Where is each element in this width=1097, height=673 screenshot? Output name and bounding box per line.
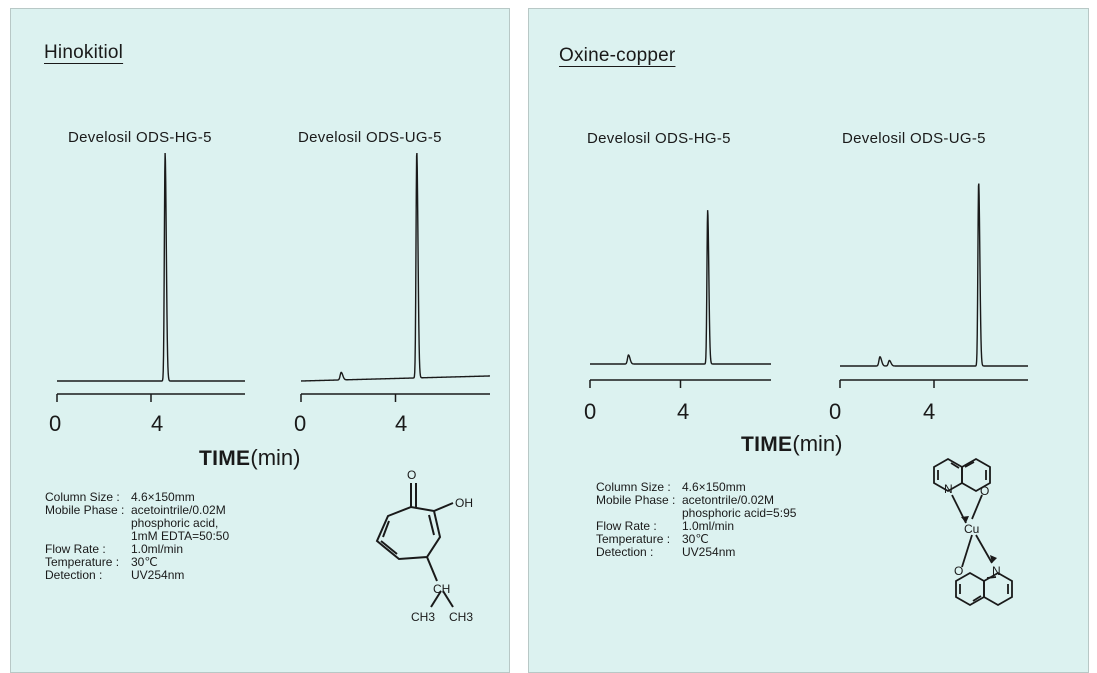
x-axis-label-main: TIME xyxy=(741,433,793,456)
condition-value: acetontrile/0.02M xyxy=(682,493,775,507)
column-label: Develosil ODS-HG-5 xyxy=(587,130,731,147)
copper-label: Cu xyxy=(964,522,979,536)
nitrogen-label: N xyxy=(992,564,1001,578)
panel-title: Oxine-copper xyxy=(559,45,676,66)
x-axis-label: TIME(min) xyxy=(741,431,842,457)
condition-value: 1.0ml/min xyxy=(682,519,735,533)
condition-row: phosphoric acid=5:95 xyxy=(596,507,796,520)
condition-value: UV254nm xyxy=(131,568,185,582)
condition-row: Column Size : 4.6×150mm xyxy=(596,481,796,494)
condition-row: phosphoric acid, xyxy=(45,517,229,530)
condition-value: phosphoric acid=5:95 xyxy=(682,506,797,520)
chromatogram-trace xyxy=(590,210,771,365)
column-label: Develosil ODS-UG-5 xyxy=(842,130,986,147)
oxygen-label: O xyxy=(407,468,416,482)
condition-value: 1mM EDTA=50:50 xyxy=(131,529,230,543)
oxine-copper-panel: Oxine-copper Develosil ODS-HG-5 Develosi… xyxy=(528,8,1089,673)
x-tick-label: 4 xyxy=(923,399,936,424)
condition-value: 30℃ xyxy=(682,532,709,546)
hinokitiol-panel: Hinokitiol Develosil ODS-HG-5 Develosil … xyxy=(10,8,510,673)
condition-value: 4.6×150mm xyxy=(131,490,195,504)
condition-row: Temperature : 30℃ xyxy=(596,533,796,546)
condition-key: Flow Rate : xyxy=(45,542,106,556)
ch-label: CH xyxy=(433,582,450,596)
oxygen-label: O xyxy=(980,484,989,498)
x-tick-label: 4 xyxy=(395,411,408,436)
condition-value: phosphoric acid, xyxy=(131,516,219,530)
x-axis-label-main: TIME xyxy=(199,447,251,470)
hinokitiol-structure-icon: O OH CH CH3 CH3 xyxy=(375,468,473,624)
x-axis-label: TIME(min) xyxy=(199,445,300,471)
x-axis-label-unit: (min) xyxy=(792,431,843,456)
chromatogram-trace xyxy=(57,152,245,382)
condition-row: Detection : UV254nm xyxy=(45,569,229,582)
column-label: Develosil ODS-UG-5 xyxy=(298,129,442,146)
hydroxyl-label: OH xyxy=(455,496,473,510)
condition-row: 1mM EDTA=50:50 xyxy=(45,530,229,543)
nitrogen-label: N xyxy=(944,482,953,496)
condition-value: acetointrile/0.02M xyxy=(131,503,226,517)
oxygen-label: O xyxy=(954,564,963,578)
methyl-label: CH3 xyxy=(411,610,435,624)
condition-key: Temperature : xyxy=(596,532,671,546)
condition-key: Column Size : xyxy=(45,490,120,504)
condition-value: 1.0ml/min xyxy=(131,542,184,556)
panel-title: Hinokitiol xyxy=(44,42,124,63)
chromatogram-trace xyxy=(300,152,491,382)
x-tick-label: 0 xyxy=(49,411,62,436)
condition-value: UV254nm xyxy=(682,545,736,559)
condition-value: 4.6×150mm xyxy=(682,480,746,494)
x-tick-label: 0 xyxy=(294,411,307,436)
condition-key: Detection : xyxy=(596,545,654,559)
condition-key: Temperature : xyxy=(45,555,120,569)
chromatogram-trace xyxy=(840,183,1028,367)
column-label: Develosil ODS-HG-5 xyxy=(68,129,212,146)
condition-row: Detection : UV254nm xyxy=(596,546,796,559)
methyl-label: CH3 xyxy=(449,610,473,624)
condition-row: Mobile Phase : acetontrile/0.02M xyxy=(596,494,796,507)
condition-key: Flow Rate : xyxy=(596,519,657,533)
x-tick-label: 0 xyxy=(584,399,597,424)
oxine-copper-structure-icon: N O Cu O N xyxy=(933,457,1013,607)
condition-key: Detection : xyxy=(45,568,103,582)
condition-row: Column Size : 4.6×150mm xyxy=(45,491,229,504)
condition-row: Flow Rate : 1.0ml/min xyxy=(45,543,229,556)
x-axis-label-unit: (min) xyxy=(250,445,301,470)
condition-row: Mobile Phase : acetointrile/0.02M xyxy=(45,504,229,517)
x-tick-label: 4 xyxy=(677,399,690,424)
condition-key: Mobile Phase : xyxy=(596,493,676,507)
x-tick-label: 4 xyxy=(151,411,164,436)
condition-key: Column Size : xyxy=(596,480,671,494)
condition-row: Flow Rate : 1.0ml/min xyxy=(596,520,796,533)
condition-value: 30℃ xyxy=(131,555,158,569)
x-tick-label: 0 xyxy=(829,399,842,424)
condition-row: Temperature : 30℃ xyxy=(45,556,229,569)
condition-key: Mobile Phase : xyxy=(45,503,125,517)
